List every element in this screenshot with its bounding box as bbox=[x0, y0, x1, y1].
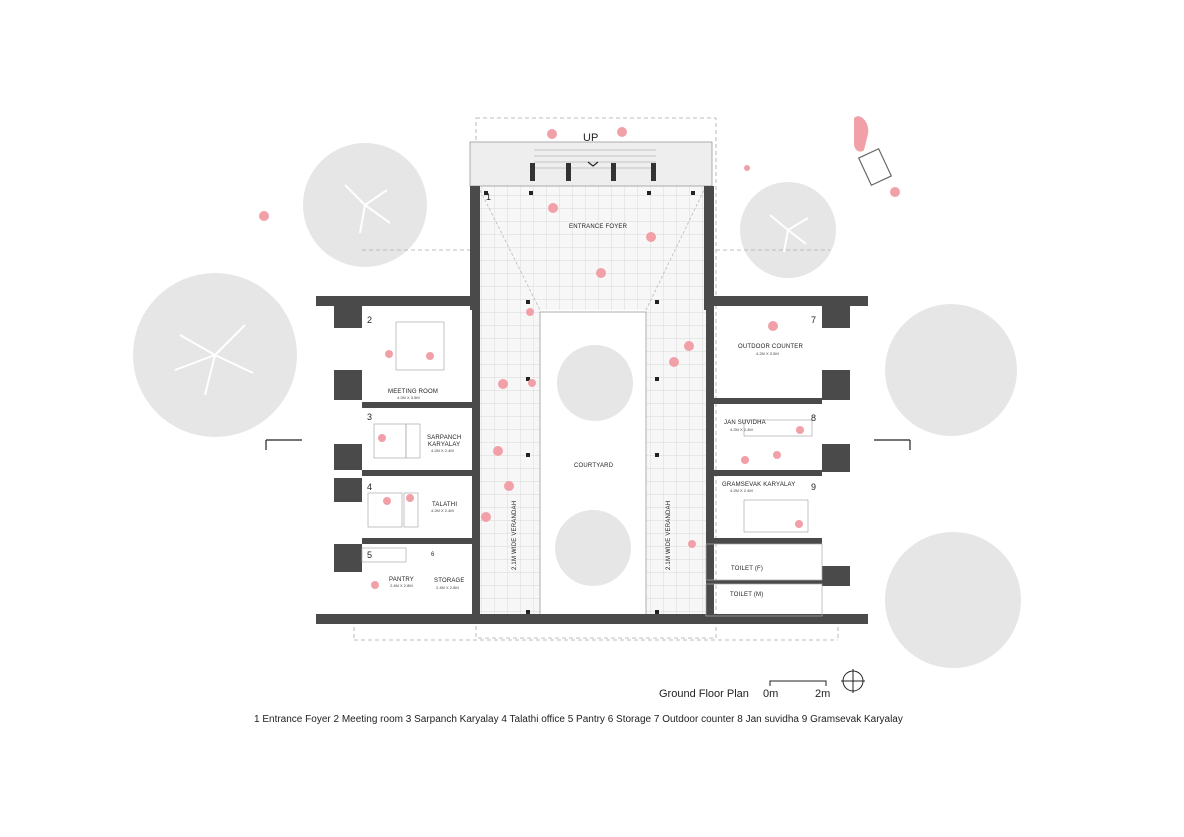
talathi-dims: 4.2M X 2.4M bbox=[431, 508, 454, 513]
right-verandah-label: 2.1M WIDE VERANDAH bbox=[666, 501, 672, 570]
stairs-label: UP bbox=[583, 132, 598, 144]
tree-icon bbox=[133, 273, 297, 437]
tree-icon bbox=[740, 182, 836, 278]
gramsevak-dims: 4.2M X 2.4M bbox=[730, 488, 753, 493]
room-9-number: 9 bbox=[811, 482, 816, 492]
sarpanch-dims: 4.2M X 2.4M bbox=[431, 448, 454, 453]
tree-icon bbox=[885, 532, 1021, 668]
sarpanch-label-1: SARPANCH bbox=[427, 435, 462, 441]
gramsevak-label: GRAMSEVAK KARYALAY bbox=[722, 482, 796, 488]
pantry-label: PANTRY bbox=[389, 577, 414, 583]
meeting-room-dims: 4.2M X 3.5M bbox=[397, 395, 420, 400]
scale-end: 2m bbox=[815, 688, 831, 700]
plan-title: Ground Floor Plan bbox=[659, 688, 749, 700]
room-4-number: 4 bbox=[367, 482, 372, 492]
room-2-number: 2 bbox=[367, 315, 372, 325]
jan-suvidha-dims: 4.2M X 2.4M bbox=[730, 427, 753, 432]
room-6-number: 6 bbox=[431, 552, 435, 558]
room-legend: 1 Entrance Foyer 2 Meeting room 3 Sarpan… bbox=[254, 714, 903, 725]
room-1-number: 1 bbox=[486, 192, 491, 202]
meeting-room-label: MEETING ROOM bbox=[388, 389, 438, 395]
storage-label: STORAGE bbox=[434, 578, 465, 584]
sarpanch-label-2: KARYALAY bbox=[428, 442, 460, 448]
room-5-number: 5 bbox=[367, 550, 372, 560]
scale-start: 0m bbox=[763, 688, 779, 700]
north-arrow-icon bbox=[841, 669, 865, 693]
room-8-number: 8 bbox=[811, 413, 816, 423]
toilet-f-label: TOILET (F) bbox=[731, 566, 763, 572]
tree-icon bbox=[885, 304, 1017, 436]
pantry-dims: 2.4M X 2.8M bbox=[390, 583, 413, 588]
room-7-number: 7 bbox=[811, 315, 816, 325]
tree-icon bbox=[303, 143, 427, 267]
outdoor-counter-label: OUTDOOR COUNTER bbox=[738, 344, 803, 350]
jan-suvidha-label: JAN SUVIDHA bbox=[724, 420, 766, 426]
left-verandah-label: 2.1M WIDE VERANDAH bbox=[512, 501, 518, 570]
courtyard-label: COURTYARD bbox=[574, 463, 614, 469]
bicycle-icon bbox=[854, 116, 893, 187]
tree-icon bbox=[555, 510, 631, 586]
tree-icon bbox=[557, 345, 633, 421]
storage-dims: 2.4M X 2.8M bbox=[436, 585, 459, 590]
talathi-label: TALATHI bbox=[432, 502, 457, 508]
entrance-foyer-label: ENTRANCE FOYER bbox=[569, 224, 628, 230]
outdoor-counter-dims: 4.2M X 3.5M bbox=[756, 351, 779, 356]
person-icon bbox=[259, 127, 900, 589]
room-3-number: 3 bbox=[367, 412, 372, 422]
toilet-m-label: TOILET (M) bbox=[730, 592, 763, 598]
